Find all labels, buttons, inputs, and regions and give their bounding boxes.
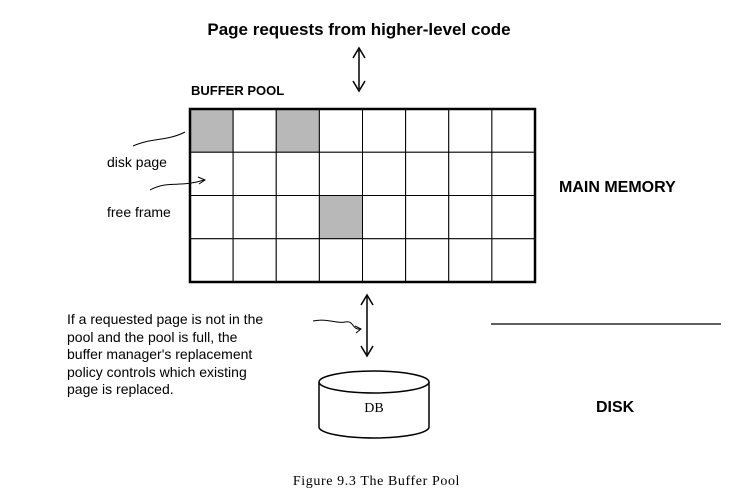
buffer-frame-free [491, 195, 536, 240]
buffer-pool-border [188, 107, 537, 284]
buffer-frame-free [491, 238, 536, 283]
buffer-frame-free [405, 108, 450, 153]
buffer-frame-free [232, 238, 277, 283]
note-line: policy controls which existing [67, 363, 247, 380]
disk-page-pointer [132, 131, 186, 147]
buffer-frame-free [318, 238, 364, 283]
note-line: If a requested page is not in the [67, 311, 264, 327]
note-pointer [312, 319, 362, 334]
replacement-policy-note: If a requested page is not in the pool a… [67, 311, 263, 399]
buffer-frame-free [318, 108, 364, 153]
buffer-frame-free [275, 238, 320, 283]
buffer-frame-disk-page [275, 108, 320, 153]
note-line: pool and the pool is full, the [67, 328, 238, 345]
buffer-frame-free [362, 238, 407, 283]
database-label: DB [364, 401, 384, 416]
buffer-frame-free [405, 151, 450, 196]
buffer-frame-disk-page [318, 195, 364, 240]
buffer-frame-free [405, 195, 450, 240]
buffer-frame-free [189, 238, 234, 283]
main-memory-label: MAIN MEMORY [559, 179, 676, 196]
buffer-frame-free [275, 151, 320, 196]
buffer-frame-free [362, 108, 407, 153]
database-cylinder-icon [318, 370, 430, 439]
buffer-frame-free [232, 151, 277, 196]
note-line: buffer manager's replacement [67, 346, 253, 363]
free-frame-label: free frame [107, 204, 171, 220]
buffer-frame-free [491, 108, 536, 153]
note-line: page is replaced. [67, 381, 174, 398]
buffer-frame-disk-page [189, 108, 234, 153]
buffer-frame-free [448, 108, 493, 153]
buffer-pool-label: BUFFER POOL [191, 83, 285, 98]
buffer-frame-free [448, 238, 493, 283]
buffer-pool-grid [189, 108, 536, 283]
buffer-frame-free [318, 151, 364, 196]
disk-page-label: disk page [107, 154, 167, 170]
buffer-frame-free [232, 108, 277, 153]
buffer-frame-free [275, 195, 320, 240]
buffer-frame-free [448, 151, 493, 196]
figure-caption: Figure 9.3 The Buffer Pool [292, 474, 461, 489]
buffer-frame-free [362, 195, 407, 240]
buffer-frame-free [232, 195, 277, 240]
buffer-frame-free [491, 151, 536, 196]
buffer-frame-free [189, 195, 234, 240]
bottom-double-arrow [360, 293, 374, 358]
buffer-frame-free [405, 238, 450, 283]
buffer-frame-free [189, 151, 234, 196]
buffer-frame-free [362, 151, 407, 196]
page-requests-title: Page requests from higher-level code [207, 20, 511, 39]
free-frame-pointer [149, 176, 207, 191]
top-double-arrow [352, 46, 366, 93]
buffer-frame-free [448, 195, 493, 240]
disk-label: DISK [596, 399, 635, 416]
